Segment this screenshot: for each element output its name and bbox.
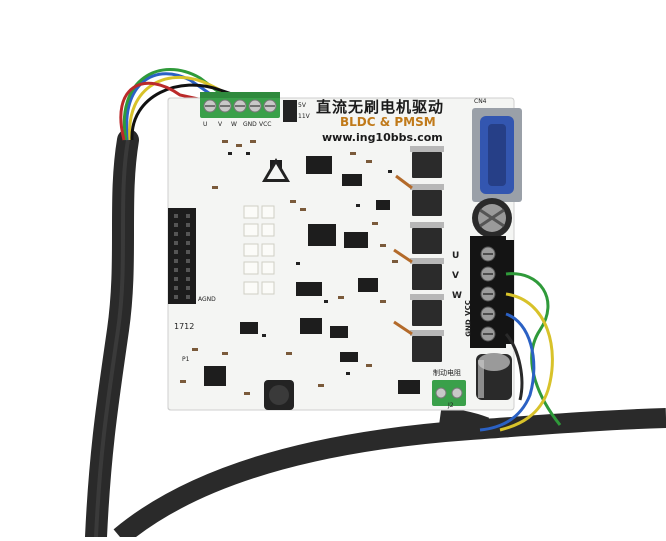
- right-motor-wires: [479, 272, 562, 432]
- connector-label-cn4: CN4: [474, 98, 487, 105]
- terminal-label-w: W: [231, 121, 237, 128]
- power-label-vcc: VCC: [463, 300, 472, 316]
- terminal-label-gnd: GND: [243, 121, 257, 128]
- phase-label-v: V: [452, 271, 459, 281]
- board-title-english: BLDC & PMSM: [340, 115, 436, 129]
- power-label-gnd: GND: [464, 319, 473, 337]
- smd-components: [180, 140, 398, 395]
- jumper-label-5v: 5V: [298, 102, 306, 109]
- top-terminal-block: [200, 92, 297, 122]
- left-pin-header: [168, 208, 196, 304]
- header-label-agnd: AGND: [198, 296, 216, 303]
- phase-label-w: W: [452, 291, 462, 301]
- integrated-circuits: [204, 156, 420, 394]
- brake-resistor-terminal: [432, 380, 466, 406]
- bottom-cable: [113, 407, 666, 541]
- board-model-number: 1712: [174, 322, 195, 331]
- connector-label-j2: J2: [448, 402, 454, 409]
- vga-connector: [472, 108, 522, 202]
- phase-label-u: U: [452, 251, 460, 261]
- terminal-label-vcc: VCC: [259, 121, 272, 128]
- jumper-label-11v: 11V: [298, 113, 310, 120]
- capacitor-bottom: [476, 353, 512, 400]
- power-inductor: [264, 380, 294, 410]
- terminal-label-u: U: [203, 121, 208, 128]
- left-cable: [85, 68, 257, 541]
- mosfet-column: [393, 146, 444, 362]
- board-website: www.ing10bbs.com: [322, 131, 443, 144]
- board-title-chinese: 直流无刷电机驱动: [316, 98, 445, 116]
- brake-resistor-label: 制动电阻: [433, 369, 461, 377]
- right-terminal-strip: [470, 236, 514, 348]
- terminal-label-v: V: [218, 121, 223, 128]
- fuse-label: P1: [182, 356, 190, 363]
- capacitor-top: [472, 198, 512, 238]
- optocouplers: [243, 205, 275, 295]
